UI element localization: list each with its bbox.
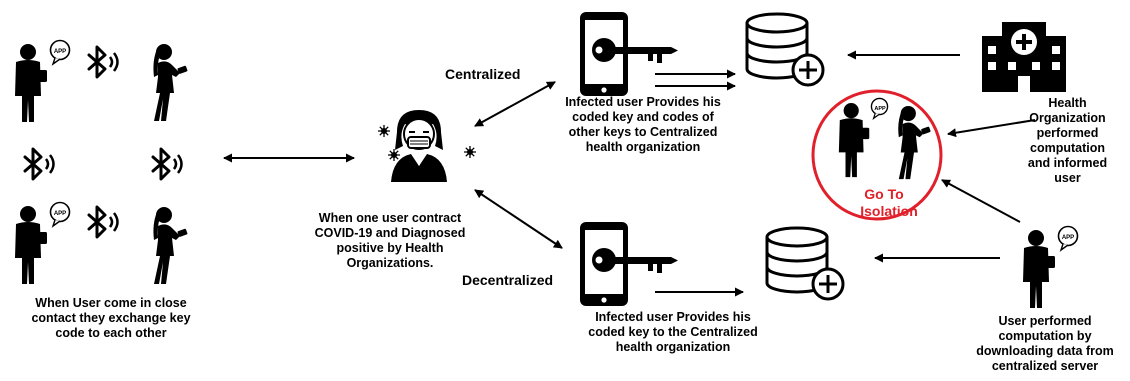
virus-icon (377, 124, 391, 138)
phone-key-icon (580, 12, 678, 96)
hospital-icon (982, 22, 1066, 92)
person-phone-icon (838, 103, 870, 178)
sick-person-mask-icon (391, 110, 447, 182)
bluetooth-icon (23, 147, 55, 181)
isolation-label: Isolation (860, 203, 918, 219)
app-badge-label: APP (54, 49, 66, 55)
caption-contract: When one user contract COVID-19 and Diag… (314, 211, 466, 270)
phone-key-icon (580, 222, 678, 306)
bluetooth-icon (87, 205, 119, 239)
person-phone-icon (15, 44, 47, 122)
database-plus-icon (745, 12, 825, 87)
user-pair-bottom: APP (15, 201, 188, 284)
virus-icon (387, 148, 401, 162)
user-pair-top: APP (15, 39, 188, 122)
caption-user-computation: User performed computation by downloadin… (976, 314, 1114, 373)
caption-centralized-provide: Infected user Provides his coded key and… (565, 95, 721, 154)
centralized-label: Centralized (445, 66, 521, 82)
caption-decentralized-provide: Infected user Provides his coded key to … (588, 310, 758, 354)
isolation-circle (811, 89, 943, 221)
decentralized-label: Decentralized (462, 272, 554, 288)
person-ponytail-icon (153, 207, 188, 284)
person-ponytail-icon (898, 105, 931, 180)
app-badge-label: APP (1062, 235, 1074, 241)
person-phone-icon (15, 206, 47, 284)
person-ponytail-icon (153, 44, 188, 121)
virus-icon (463, 145, 477, 159)
person-phone-icon (1023, 230, 1055, 308)
decentralized-arrow (474, 189, 563, 249)
bluetooth-icon (151, 147, 183, 181)
caption-health-org: Health Organization performed computatio… (1027, 96, 1108, 185)
isolation-go-to: Go To (864, 186, 903, 202)
app-badge-label: APP (54, 211, 66, 217)
hospital-inform-arrow (947, 119, 1036, 138)
centralized-arrow (474, 81, 556, 127)
app-badge-label: APP (874, 106, 886, 112)
user-inform-arrow (941, 179, 1021, 223)
caption-exchange: When User come in close contact they exc… (31, 296, 191, 340)
database-plus-icon (765, 226, 845, 301)
bluetooth-icon (87, 45, 119, 79)
